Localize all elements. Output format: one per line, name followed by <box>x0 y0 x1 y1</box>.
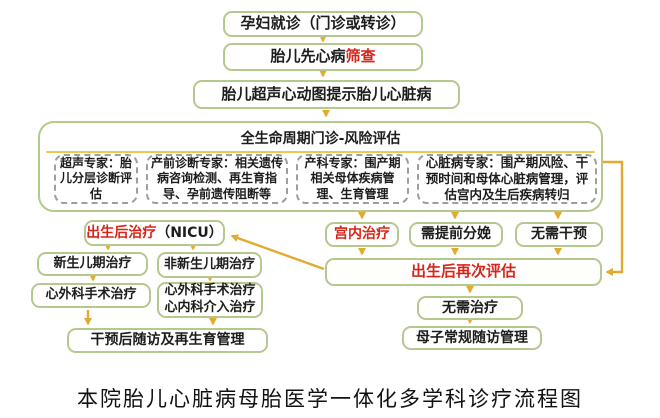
node-chd-screening-label: 胎儿先心病 <box>270 47 346 66</box>
node-intrauterine-treatment-label: 宫内治疗 <box>334 226 390 243</box>
node-no-treatment-label: 无需治疗 <box>442 299 498 316</box>
node-surgery-or-intervention-line1: 心外科手术治疗 <box>164 283 256 299</box>
node-surgery-or-intervention: 心外科手术治疗 心内科介入治疗 <box>157 282 263 318</box>
node-chd-screening-highlight: 筛查 <box>345 47 376 66</box>
node-postnatal-reassessment: 出生后再次评估 <box>325 258 602 286</box>
expert-ultrasound: 超声专家：胎儿分层诊断评估 <box>54 154 138 204</box>
node-neonatal-treatment-label: 新生儿期治疗 <box>53 255 132 271</box>
node-echocardiogram: 胎儿超声心动图提示胎儿心脏病 <box>193 80 460 109</box>
node-no-intervention-label: 无需干预 <box>531 226 587 243</box>
node-followup-after-intervention-label: 干预后随访及再生育管理 <box>90 332 245 349</box>
node-nicu-suffix: （NICU） <box>156 224 223 241</box>
panel-divider <box>46 151 595 153</box>
node-no-intervention: 无需干预 <box>515 222 603 247</box>
node-postnatal-reassessment-label: 出生后再次评估 <box>410 262 516 281</box>
panel-title-highlight: 风险评估 <box>344 131 401 147</box>
node-early-delivery-label: 需提前分娩 <box>421 226 491 243</box>
node-pregnant-visit-label: 孕妇就诊（门诊或转诊） <box>240 14 406 33</box>
node-echocardiogram-label: 胎儿超声心动图提示胎儿心脏病 <box>221 84 432 103</box>
node-surgery-or-intervention-line2: 心内科介入治疗 <box>164 300 256 315</box>
node-cardiac-surgery-label: 心外科手术治疗 <box>45 287 137 303</box>
node-postnatal-treatment-nicu: 出生后治疗（NICU） <box>84 220 225 246</box>
node-chd-screening: 胎儿先心病筛查 <box>223 43 423 71</box>
node-pregnant-visit: 孕妇就诊（门诊或转诊） <box>223 11 423 37</box>
expert-cardiology-label: 心脏病专家：围产期风险、干预时间和母体心脏病管理，评估宫内及生后疾病转归 <box>425 154 589 203</box>
node-non-neonatal-treatment: 非新生儿期治疗 <box>157 252 262 278</box>
expert-obstetrics: 产科专家：围产期相关母体疾病管理、生育管理 <box>296 154 409 204</box>
panel-title-prefix: 全生命周期门诊- <box>240 131 345 147</box>
node-neonatal-treatment: 新生儿期治疗 <box>37 252 148 276</box>
node-postnatal-treatment-label: 出生后治疗 <box>86 224 157 241</box>
expert-ultrasound-label: 超声专家：胎儿分层诊断评估 <box>59 155 132 201</box>
node-cardiac-surgery: 心外科手术治疗 <box>31 283 151 308</box>
expert-cardiology: 心脏病专家：围产期风险、干预时间和母体心脏病管理，评估宫内及生后疾病转归 <box>417 154 597 204</box>
panel-title: 全生命周期门诊-风险评估 <box>40 128 601 148</box>
node-early-delivery: 需提前分娩 <box>409 222 503 247</box>
expert-obstetrics-label: 产科专家：围产期相关母体疾病管理、生育管理 <box>304 155 401 201</box>
node-followup-after-intervention: 干预后随访及再生育管理 <box>67 328 268 353</box>
arrow-panel-right-to-reassessment <box>603 160 624 276</box>
node-routine-followup-label: 母子常规随访管理 <box>416 329 528 346</box>
node-routine-followup: 母子常规随访管理 <box>402 326 542 350</box>
node-no-treatment: 无需治疗 <box>417 296 523 320</box>
expert-prenatal-diagnosis: 产前诊断专家：相关遗传病咨询检测、再生育指导、孕前遗传阻断等 <box>146 154 288 204</box>
arrow-reassessment-to-nicu <box>230 234 325 271</box>
node-non-neonatal-treatment-label: 非新生儿期治疗 <box>163 256 255 272</box>
node-intrauterine-treatment: 宫内治疗 <box>325 222 399 247</box>
figure-caption: 本院胎儿心脏病母胎医学一体化多学科诊疗流程图 <box>77 387 583 411</box>
expert-prenatal-diagnosis-label: 产前诊断专家：相关遗传病咨询检测、再生育指导、孕前遗传阻断等 <box>151 155 284 201</box>
